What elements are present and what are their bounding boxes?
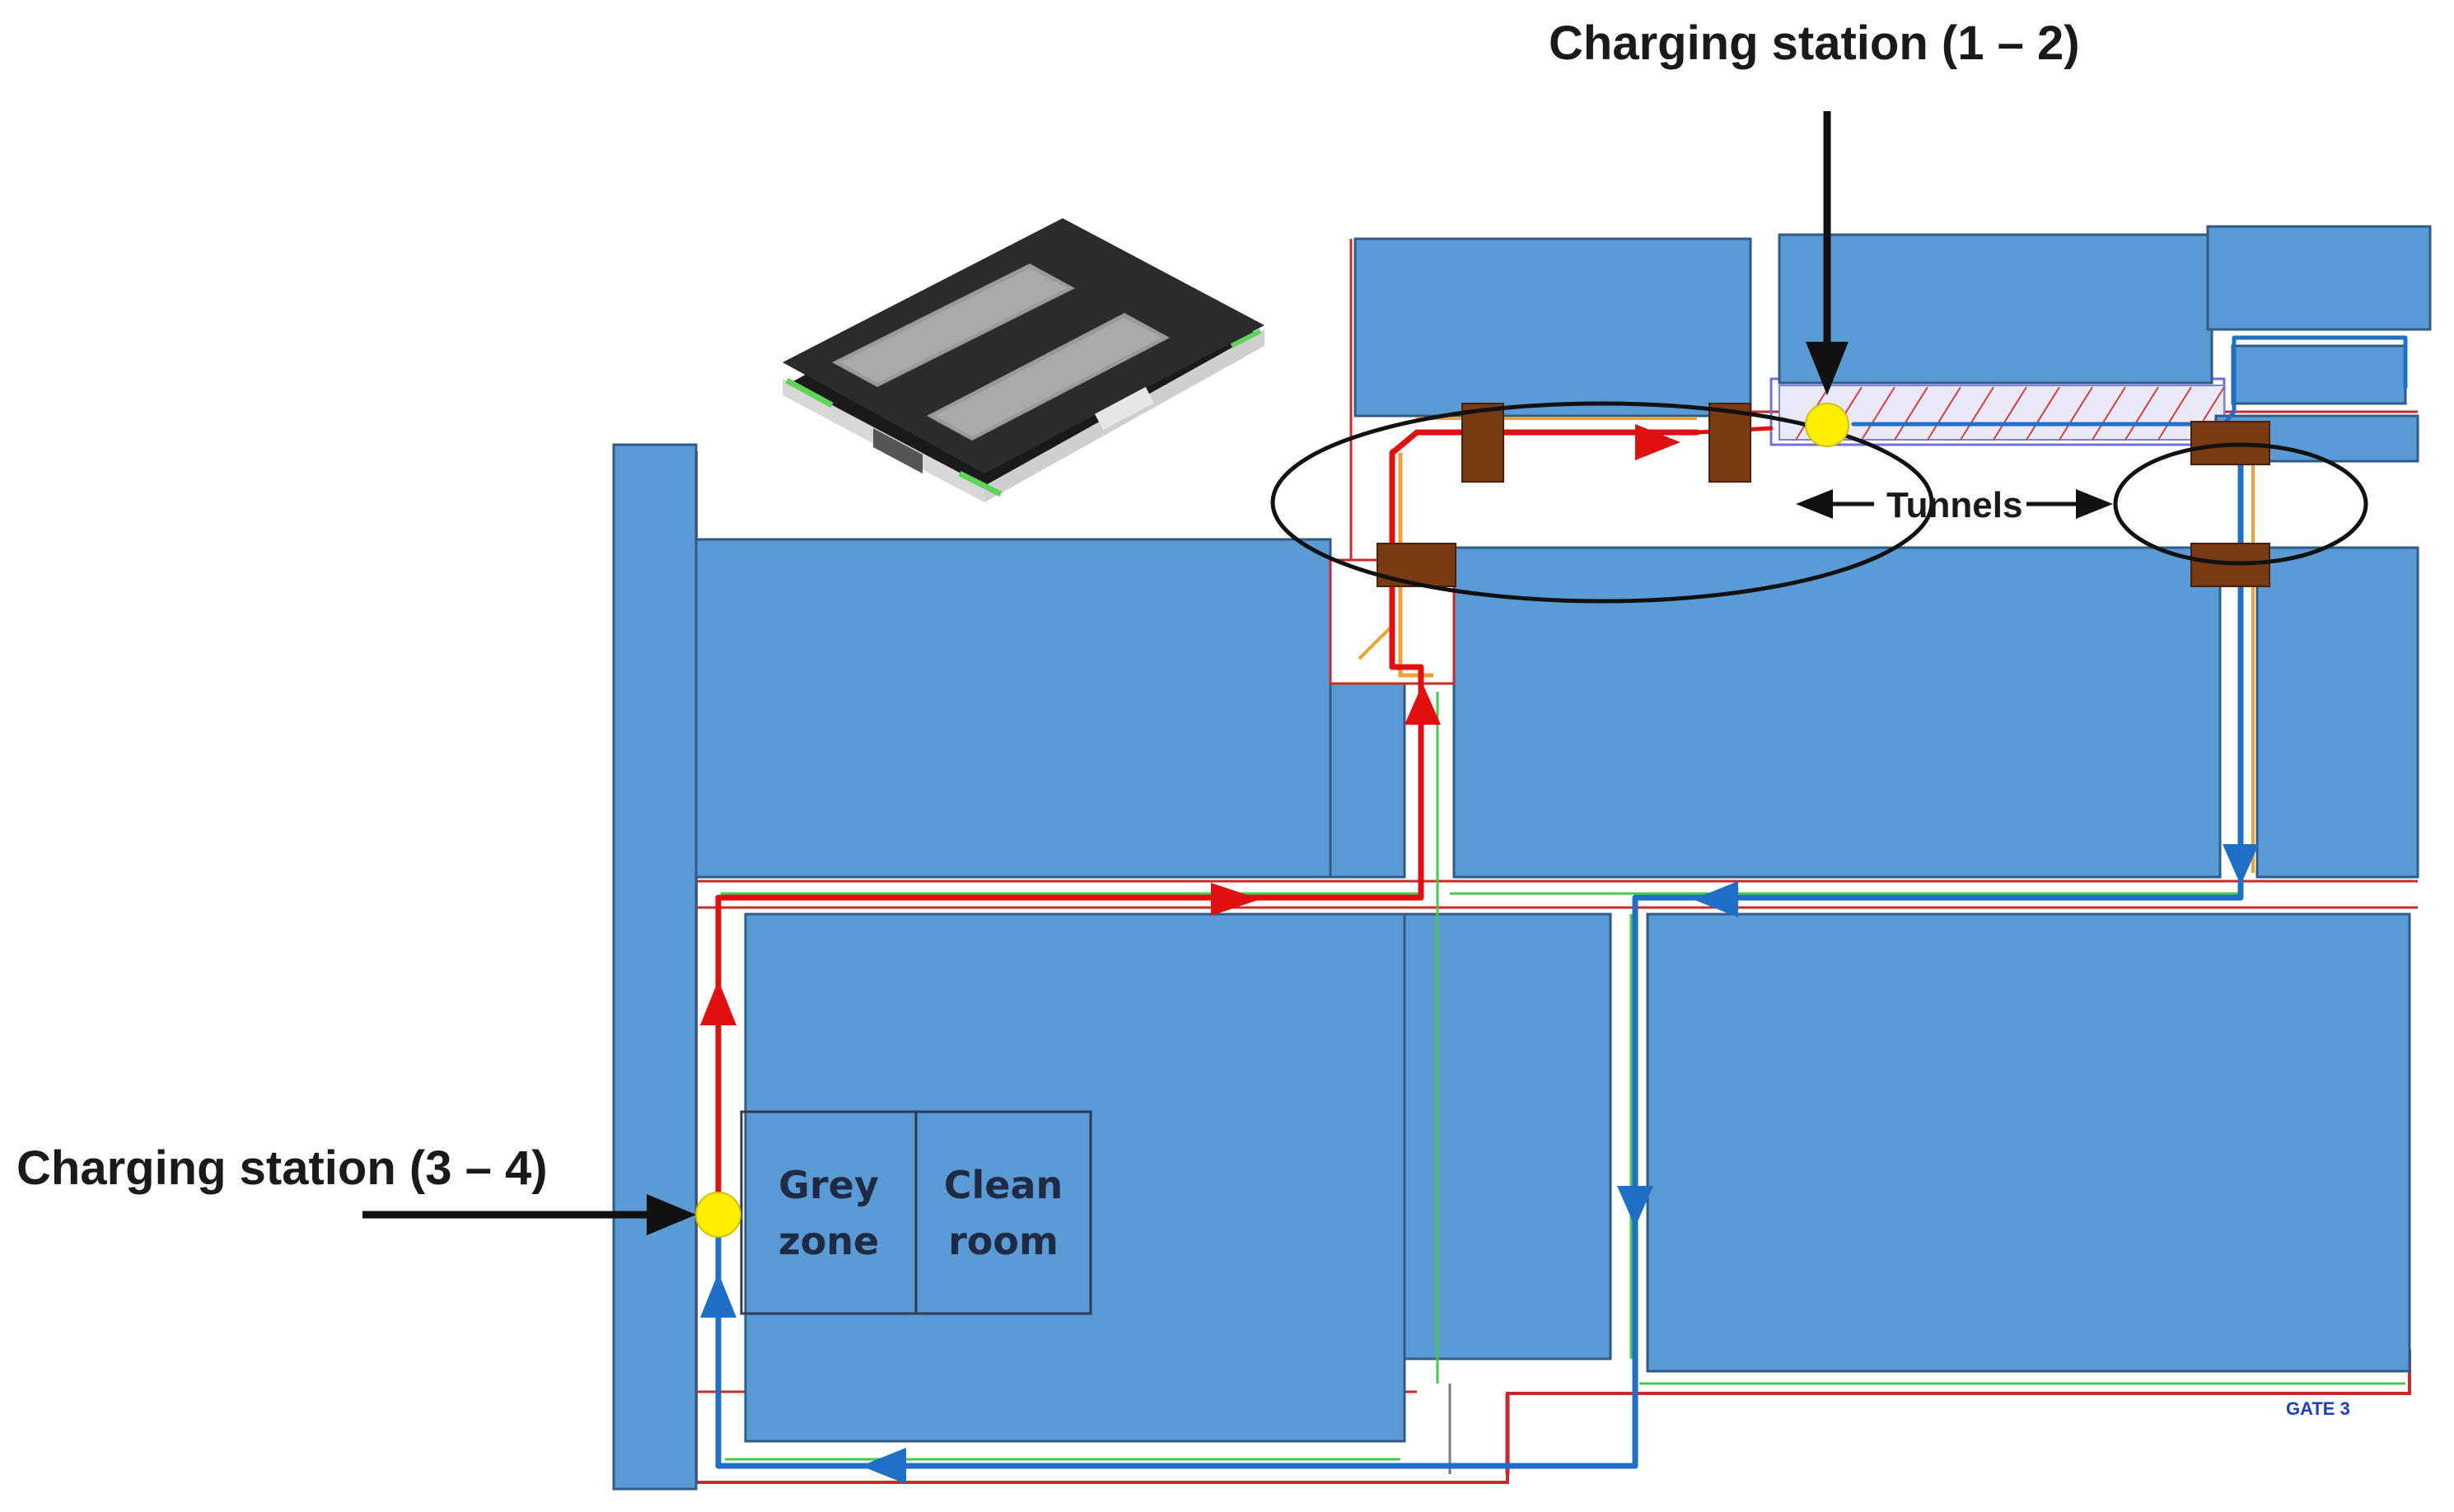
tunnels-label: Tunnels — [1886, 485, 2022, 525]
room-lower-center — [1403, 912, 1612, 1360]
blue-arrow-up-left — [700, 1272, 736, 1318]
tunnel-door-3 — [1377, 543, 1456, 587]
room-top-right-a — [1778, 233, 2213, 385]
rooms — [612, 225, 2432, 1491]
grey-zone-label-line2: zone — [778, 1219, 879, 1263]
gate-label: GATE 3 — [2286, 1398, 2350, 1419]
room-middle-center — [1452, 546, 2222, 879]
agv-robot-icon — [783, 218, 1264, 502]
charging-station-marker-left — [695, 1192, 741, 1238]
red-arrow-up-left — [700, 980, 736, 1025]
clean-room-label-line1: Clean — [944, 1163, 1063, 1207]
tunnel-ellipse-left — [1270, 401, 1934, 604]
tunnels-arrow-left — [1796, 489, 1833, 519]
tunnel-ellipses — [1270, 401, 2368, 604]
room-top-right-c — [2231, 344, 2407, 405]
route-blue-arrows — [700, 844, 2259, 1484]
tunnel-doors — [1377, 403, 2270, 587]
room-middle-right — [2255, 546, 2419, 879]
blue-arrow-down-center — [1617, 1186, 1653, 1227]
blue-arrow-left-bottom — [861, 1448, 906, 1484]
charging-bay-hatch — [1779, 385, 2225, 441]
blue-arrow-left-top — [1693, 881, 1738, 917]
blue-arrow-down-right — [2223, 844, 2259, 885]
tunnel-ellipse-right — [2113, 442, 2368, 566]
tunnel-door-1 — [1461, 403, 1504, 483]
arrow-down-to-top-station — [1806, 342, 1849, 395]
clean-room-box — [914, 1110, 1092, 1315]
red-arrow-right-bottom — [1211, 883, 1260, 916]
room-top-center — [1353, 237, 1752, 418]
red-arrow-up-center — [1405, 684, 1441, 725]
tunnels-arrow-right — [2076, 489, 2113, 519]
clean-room-label-line2: room — [948, 1219, 1059, 1263]
charging-station-left-label: Charging station (3 – 4) — [16, 1141, 548, 1195]
annotation-arrows — [362, 111, 2113, 1235]
room-top-right-b — [2206, 225, 2432, 331]
room-lower-left — [744, 912, 1406, 1443]
room-upper-left — [694, 538, 1332, 879]
zone-boxes — [740, 1110, 1092, 1315]
room-left-column — [612, 443, 698, 1491]
charging-stations — [695, 403, 1849, 1238]
room-upper-left-annex — [1329, 682, 1406, 879]
arrow-right-to-left-station — [647, 1194, 696, 1235]
charging-station-marker-top — [1805, 403, 1849, 447]
room-lower-right — [1646, 912, 2411, 1373]
charging-station-top-label: Charging station (1 – 2) — [1549, 16, 2080, 70]
tunnel-door-2 — [1708, 403, 1751, 483]
grey-zone-label-line1: Grey — [778, 1163, 879, 1207]
route-red-arrows — [700, 424, 1680, 1025]
red-arrow-right-top — [1635, 424, 1680, 460]
